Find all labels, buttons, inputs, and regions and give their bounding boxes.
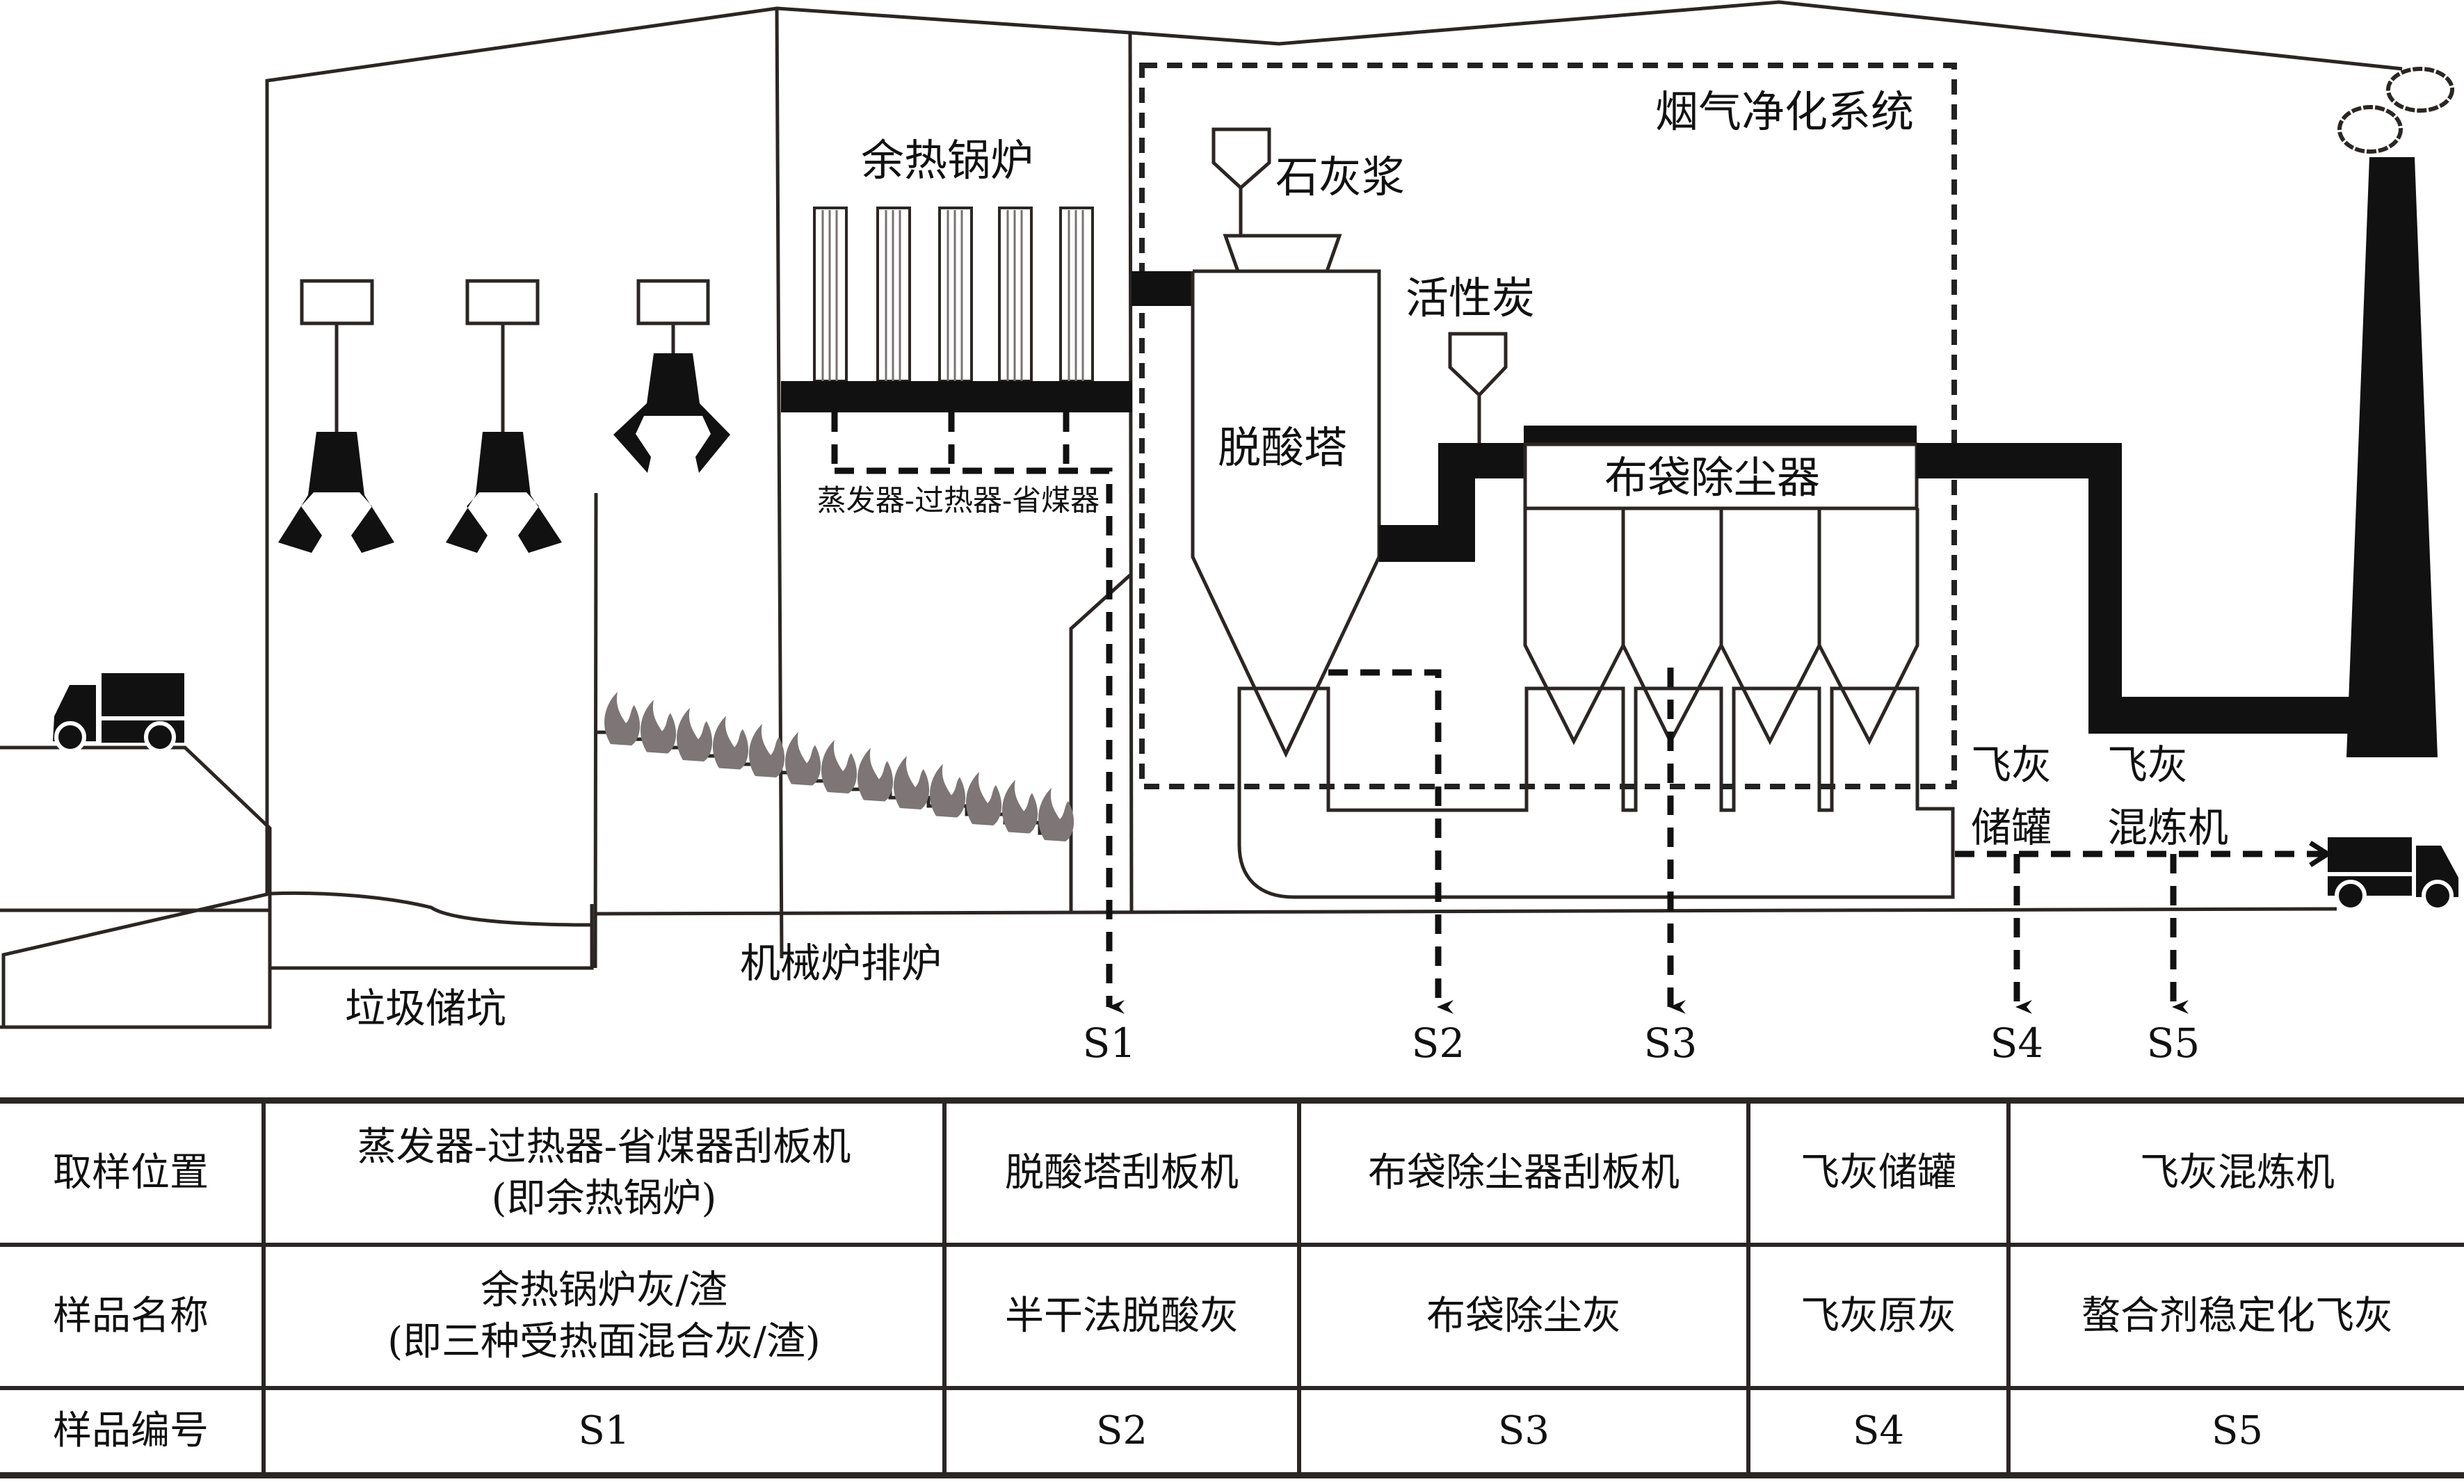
cell-text: 螯合剂稳定化飞灰 (2081, 1293, 2393, 1339)
cell-text: 布袋除尘器刮板机 (1368, 1150, 1680, 1195)
boiler-tube-bundle (813, 207, 848, 382)
row-header: 样品编号 (0, 1386, 266, 1478)
table-cell: 飞灰混炼机 (2006, 1097, 2464, 1247)
flame-icon (966, 772, 1002, 825)
cell-text: S5 (2212, 1408, 2263, 1453)
cell-text: 飞灰混炼机 (2140, 1150, 2335, 1195)
flue-duct-2 (1379, 443, 1524, 562)
flue-duct-1 (1132, 271, 1193, 306)
label-flue-gas-system: 烟气净化系统 (1655, 86, 1914, 137)
boiler-tube-bundle (998, 207, 1033, 382)
table-cell: 螯合剂稳定化飞灰 (2006, 1243, 2464, 1390)
incineration-process-diagram: 余热锅炉 蒸发器-过热器-省煤器 烟气净化系统 石灰浆 活性炭 脱酸塔 布袋除尘… (0, 0, 2458, 1067)
boiler-tube-bundle (876, 207, 911, 382)
label-lime-slurry: 石灰浆 (1275, 152, 1405, 202)
cell-text: 蒸发器-过热器-省煤器刮板机 (357, 1124, 851, 1170)
waste-heat-boiler (781, 207, 1132, 1014)
sampling-location-row: 取样位置 蒸发器-过热器-省煤器刮板机 (即余热锅炉) 脱酸塔刮板机 布袋除尘器刮板机 飞… (0, 1097, 2464, 1247)
grab-crane-1 (278, 279, 394, 553)
label-deacid-tower: 脱酸塔 (1218, 422, 1347, 473)
table-cell: 余热锅炉灰/渣 (即三种受热面混合灰/渣) (261, 1243, 947, 1390)
table-cell: 布袋除尘器刮板机 (1297, 1097, 1750, 1247)
sample-point-s5: S5 (2147, 1019, 2200, 1067)
ash-conveyor (1237, 668, 2333, 1014)
cell-text: S2 (1096, 1408, 1148, 1453)
flame-icon (857, 748, 894, 802)
label-waste-pit: 垃圾储坑 (345, 985, 506, 1032)
table-cell: 半干法脱酸灰 (942, 1243, 1301, 1390)
cell-text: 脱酸塔刮板机 (1005, 1150, 1239, 1195)
flames (604, 692, 1074, 841)
row-header: 取样位置 (0, 1097, 266, 1247)
grate-furnace (595, 574, 2337, 916)
flame-icon (821, 740, 857, 793)
sample-point-s2: S2 (1412, 1019, 1465, 1067)
cell-text: (即余热锅炉) (491, 1176, 717, 1221)
sample-point-s4: S4 (1990, 1019, 2044, 1067)
label-fly-ash-tank-1: 飞灰 (1971, 741, 2052, 789)
table-cell: S2 (942, 1386, 1301, 1478)
flame-icon (785, 732, 821, 786)
sample-id-row: 样品编号 S1 S2 S3 S4 S5 (0, 1386, 2464, 1478)
table-cell: S3 (1297, 1386, 1750, 1478)
table-cell: 布袋除尘灰 (1297, 1243, 1750, 1390)
label-fly-ash-mixer-2: 混炼机 (2107, 804, 2228, 851)
cell-text: S1 (578, 1408, 630, 1453)
cell-text: 半干法脱酸灰 (1005, 1293, 1239, 1339)
boiler-tube-bundle (938, 207, 973, 382)
flue-duct-3 (1917, 443, 2354, 734)
label-boiler-parts: 蒸发器-过热器-省煤器 (817, 483, 1100, 517)
table-cell: S5 (2006, 1386, 2464, 1478)
cell-text: S3 (1498, 1408, 1549, 1453)
deacid-tower (1191, 127, 1381, 758)
sample-point-s1: S1 (1083, 1019, 1136, 1067)
table-cell: S4 (1746, 1386, 2011, 1478)
table-cell: 脱酸塔刮板机 (942, 1097, 1301, 1247)
cell-text: S4 (1853, 1408, 1904, 1453)
waste-pit (0, 745, 594, 1029)
flame-icon (1038, 788, 1074, 841)
label-fly-ash-tank-2: 储罐 (1971, 804, 2052, 851)
label-grate-furnace: 机械炉排炉 (740, 939, 942, 987)
flame-icon (604, 692, 641, 745)
grab-crane-2 (446, 279, 562, 553)
label-activated-carbon: 活性炭 (1406, 273, 1535, 323)
flame-icon (713, 716, 749, 770)
flame-icon (641, 700, 677, 754)
cell-text: 飞灰原灰 (1801, 1293, 1956, 1339)
truck-icon-right (2328, 837, 2458, 912)
grab-crane-3 (613, 279, 730, 473)
label-boiler: 余热锅炉 (861, 135, 1033, 186)
cell-text: (即三种受热面混合灰/渣) (387, 1319, 821, 1364)
table-cell: 蒸发器-过热器-省煤器刮板机 (即余热锅炉) (261, 1097, 947, 1247)
cell-text: 布袋除尘灰 (1426, 1293, 1621, 1339)
table-cell: S1 (261, 1386, 947, 1478)
cell-text: 飞灰储罐 (1801, 1150, 1956, 1195)
truck-icon-left (53, 673, 184, 753)
lime-hopper-icon (1211, 127, 1271, 191)
activated-carbon-hopper (1448, 332, 1508, 443)
label-fly-ash-mixer-1: 飞灰 (2107, 741, 2188, 789)
smoke-cloud-icon (2337, 67, 2454, 154)
sampling-table: 取样位置蒸发器-过热器-省煤器刮板机(即余热锅炉)脱酸塔刮板机布袋除尘器刮板机飞… (0, 1097, 2464, 1478)
table-cell: 飞灰原灰 (1746, 1243, 2011, 1390)
label-baghouse: 布袋除尘器 (1604, 452, 1820, 503)
flame-icon (749, 724, 785, 777)
chimney (2346, 157, 2438, 757)
sample-point-s3: S3 (1644, 1019, 1698, 1067)
flame-icon (1002, 780, 1038, 834)
building-outline (1, 0, 2403, 1027)
flame-icon (894, 756, 930, 809)
boiler-tube-bundle (1059, 207, 1094, 382)
flame-icon (677, 708, 713, 761)
row-header: 样品名称 (0, 1243, 266, 1390)
sample-name-row: 样品名称 余热锅炉灰/渣 (即三种受热面混合灰/渣) 半干法脱酸灰 布袋除尘灰 飞灰原灰 螯… (0, 1243, 2464, 1390)
table-cell: 飞灰储罐 (1746, 1097, 2011, 1247)
flame-icon (930, 764, 966, 818)
cell-text: 余热锅炉灰/渣 (481, 1268, 727, 1313)
flue-gas-system-boundary (1139, 63, 1957, 789)
